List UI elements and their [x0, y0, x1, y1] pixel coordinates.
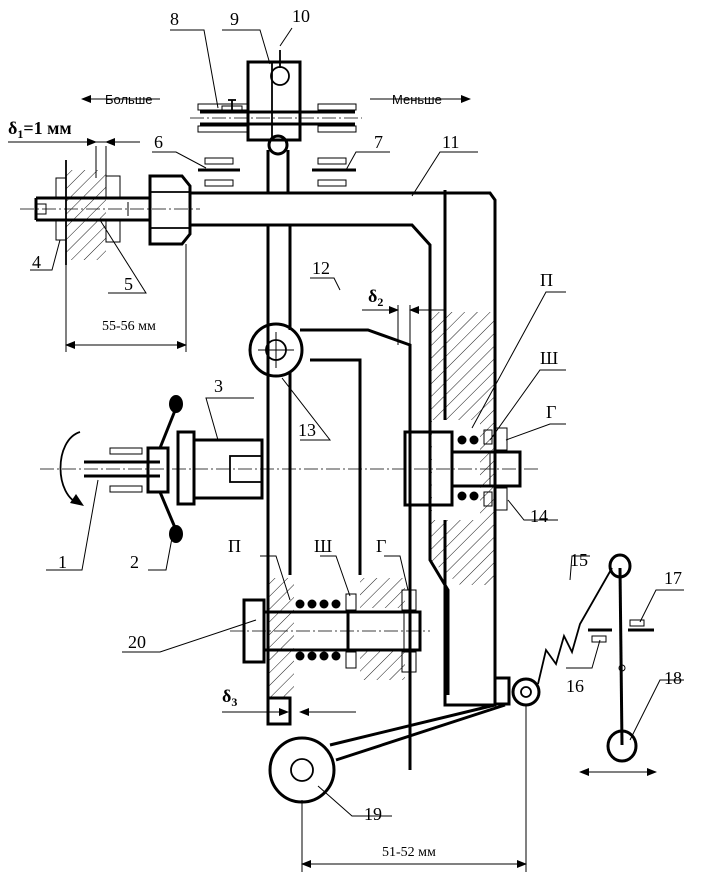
label-2: 2 — [130, 552, 139, 572]
label-19: 19 — [364, 804, 382, 824]
svg-text:δ1=1 мм: δ1=1 мм — [8, 118, 72, 141]
label-13: 13 — [298, 420, 316, 440]
label-7: 7 — [374, 132, 383, 152]
label-4: 4 — [32, 252, 41, 272]
letter-sh-top: Ш — [540, 348, 558, 368]
label-20: 20 — [128, 632, 146, 652]
delta2-sub: 2 — [377, 295, 383, 309]
svg-text:δ2: δ2 — [368, 286, 383, 309]
delta1-symbol: δ — [8, 118, 17, 138]
right-linkage — [493, 553, 657, 776]
letter-p-bottom: П — [228, 536, 241, 556]
label-1: 1 — [58, 552, 67, 572]
dim-51-52: 51-52 мм — [382, 845, 436, 860]
letter-sh-bottom: Ш — [314, 536, 332, 556]
label-9: 9 — [230, 9, 239, 29]
label-5: 5 — [124, 274, 133, 294]
letter-g-bottom: Г — [376, 536, 386, 556]
direction-less-label: Меньше — [392, 92, 442, 107]
delta3-sub: 3 — [231, 695, 237, 709]
dim-55-56: 55-56 мм — [102, 319, 156, 334]
delta3-symbol: δ — [222, 686, 231, 706]
pivot-19 — [266, 696, 506, 804]
label-16: 16 — [566, 676, 584, 696]
label-6: 6 — [154, 132, 163, 152]
label-8: 8 — [170, 9, 179, 29]
lower-bolt-assembly — [230, 578, 430, 698]
adjusting-bolt-assembly — [20, 160, 200, 265]
leader-lines — [30, 27, 684, 817]
label-11: 11 — [442, 132, 459, 152]
letter-p-top: П — [540, 270, 553, 290]
part-numbers: 8 9 10 6 7 11 4 5 12 13 3 П Ш Г 14 1 2 П… — [32, 6, 682, 824]
label-12: 12 — [312, 258, 330, 278]
label-14: 14 — [530, 506, 548, 526]
adjusting-rod-assembly: Больше Меньше — [81, 50, 471, 156]
letter-g-top: Г — [546, 402, 556, 422]
label-3: 3 — [214, 376, 223, 396]
housing-right — [403, 312, 522, 585]
label-18: 18 — [664, 668, 682, 688]
svg-text:δ3: δ3 — [222, 686, 237, 709]
label-15: 15 — [570, 550, 588, 570]
direction-more-label: Больше — [105, 92, 153, 107]
delta1-value: =1 мм — [23, 118, 71, 138]
delta2-symbol: δ — [368, 286, 377, 306]
label-17: 17 — [664, 568, 682, 588]
label-10: 10 — [292, 6, 310, 26]
knob-assembly — [40, 395, 540, 543]
dimensions: δ1=1 мм 55-56 мм δ2 δ3 51-52 мм — [8, 118, 527, 872]
delta1-sub: 1 — [17, 127, 23, 141]
